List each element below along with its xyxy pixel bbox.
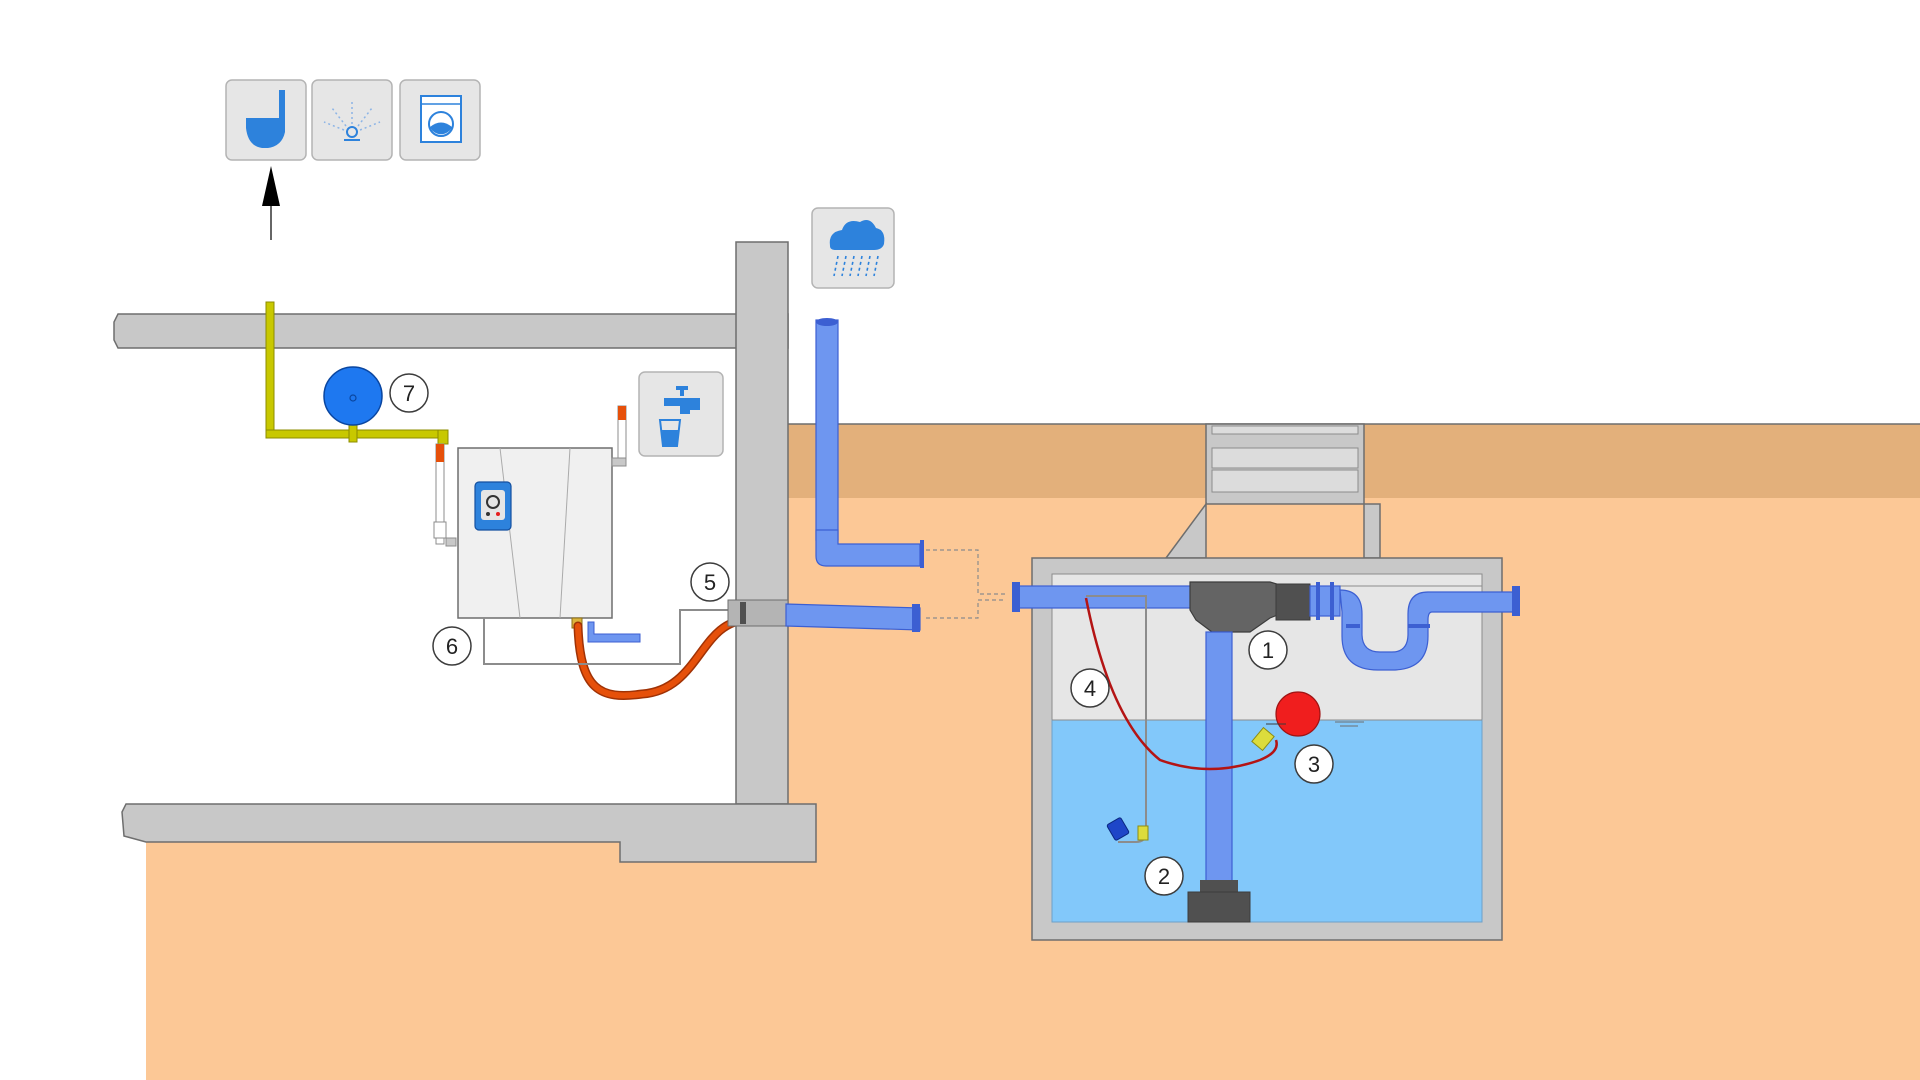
float-switch [1084,595,1364,843]
wall-sleeve [727,599,789,627]
svg-text:5: 5 [704,570,716,595]
floor-slab [121,803,817,863]
rain-downpipe [815,318,924,568]
usage-icons [225,79,481,240]
toilet-icon [225,79,307,161]
expansion-vessel [323,366,383,426]
garden-sprinkler-icon [311,79,393,161]
washing-machine-icon [399,79,481,161]
svg-text:2: 2 [1158,864,1170,889]
supply-piping [265,301,457,547]
float-ball [1275,691,1321,737]
svg-text:7: 7 [403,381,415,406]
supply-arrow-head [262,166,280,206]
dashed-connections [926,549,1006,619]
house-structure [113,241,817,863]
callout-7: 7 [389,373,429,413]
tank-water [1051,719,1483,923]
ceiling-slab [113,313,789,349]
svg-text:4: 4 [1084,676,1096,701]
callout-5: 5 [690,562,730,602]
external-wall [735,241,789,805]
soil-under-house [146,840,806,1080]
float-switch-cable-indoor [483,609,740,665]
callout-3: 3 [1294,744,1334,784]
rainwater-control-unit [457,405,641,643]
callout-1: 1 [1248,630,1288,670]
svg-text:1: 1 [1262,638,1274,663]
calmed-inlet-pipe [1205,631,1233,895]
vertical-supply-pipe [265,301,275,437]
suction-hose [573,615,753,700]
control-unit-box [457,447,613,619]
svg-text:3: 3 [1308,752,1320,777]
water-tap-icon [638,371,724,457]
callouts: 1 2 3 4 5 6 7 [389,373,1334,896]
svg-text:6: 6 [446,634,458,659]
callout-4: 4 [1070,668,1110,708]
rain-cloud-icon [811,207,895,289]
overflow-pipe [785,603,921,631]
callout-2: 2 [1144,856,1184,896]
callout-6: 6 [432,626,472,666]
